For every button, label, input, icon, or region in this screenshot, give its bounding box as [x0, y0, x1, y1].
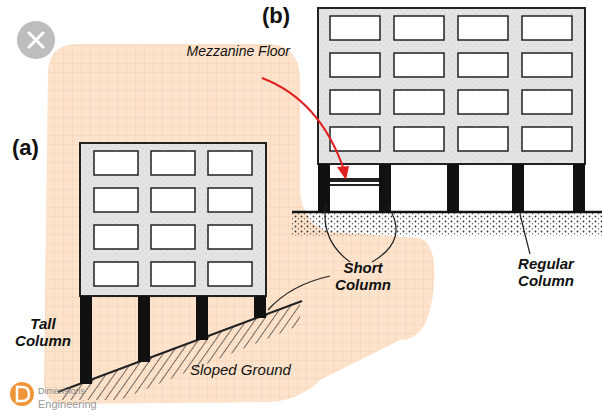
window: [208, 262, 252, 286]
window: [151, 151, 195, 175]
window: [208, 225, 252, 249]
window: [458, 16, 508, 40]
window: [330, 53, 380, 77]
building-b: [292, 8, 602, 236]
window: [458, 127, 508, 151]
pointer-arrow: [262, 78, 349, 180]
window: [151, 262, 195, 286]
close-button: [17, 21, 55, 59]
window: [458, 53, 508, 77]
window: [522, 16, 572, 40]
leader-line: [268, 204, 530, 310]
window: [522, 90, 572, 114]
window: [151, 188, 195, 212]
window: [208, 188, 252, 212]
window: [330, 127, 380, 151]
window: [94, 188, 138, 212]
window: [458, 90, 508, 114]
window: [94, 151, 138, 175]
window: [330, 16, 380, 40]
window: [394, 127, 444, 151]
panel-label: (a): [12, 136, 62, 160]
window: [94, 225, 138, 249]
window: [522, 53, 572, 77]
watermark-logo: [10, 382, 34, 406]
part-label: Sloped Ground: [190, 362, 340, 379]
window: [394, 90, 444, 114]
panel-label: (b): [262, 4, 312, 28]
part-label: Regular Column: [496, 256, 596, 289]
window: [394, 53, 444, 77]
window: [151, 225, 195, 249]
window: [208, 151, 252, 175]
part-label: Short Column: [318, 260, 408, 293]
watermark: Engineering: [38, 398, 128, 410]
watermark: Dimensions: [38, 387, 128, 397]
window: [522, 127, 572, 151]
part-label: Mezzanine Floor: [178, 44, 290, 59]
window: [94, 262, 138, 286]
part-label: Tall Column: [6, 316, 80, 349]
window: [330, 90, 380, 114]
window: [394, 16, 444, 40]
